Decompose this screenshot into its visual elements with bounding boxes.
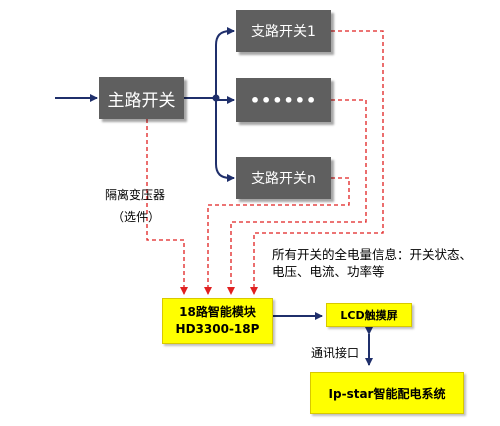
isolation-transformer-note: （选件） xyxy=(112,210,161,224)
red-line-branch-1 xyxy=(250,30,384,295)
main-switch-label: 主路开关 xyxy=(107,90,176,111)
lcd-touchscreen-box: LCD触摸屏 xyxy=(326,303,412,327)
main-switch-box: 主路开关 xyxy=(99,77,184,119)
ipstar-system-box: Ip-star智能配电系统 xyxy=(310,372,464,414)
red-line-branch-n xyxy=(204,177,350,295)
ipstar-label: Ip-star智能配电系统 xyxy=(328,386,446,401)
isolation-transformer-label: 隔离变压器 xyxy=(105,188,166,202)
branch-switch-1-label: 支路开关1 xyxy=(251,24,316,40)
red-line-main xyxy=(146,119,188,295)
info-label: 所有开关的全电量信息：开关状态、电压、电流、功率等 xyxy=(272,247,473,279)
module-model: HD3300-18P xyxy=(175,322,260,336)
comm-interface-label: 通讯接口 xyxy=(311,346,360,360)
red-line-branch-dots xyxy=(227,99,367,295)
branch-ellipsis-box: •••••• xyxy=(236,78,331,122)
module-title: 18路智能模块 xyxy=(179,305,256,319)
branch-switch-n-box: 支路开关n xyxy=(236,157,331,199)
smart-module-box: 18路智能模块 HD3300-18P xyxy=(162,298,273,344)
branch-bus-line xyxy=(215,30,231,179)
branch-ellipsis-label: •••••• xyxy=(249,90,318,110)
lcd-label: LCD触摸屏 xyxy=(340,309,398,322)
branch-switch-n-label: 支路开关n xyxy=(251,171,316,187)
branch-switch-1-box: 支路开关1 xyxy=(236,10,331,52)
